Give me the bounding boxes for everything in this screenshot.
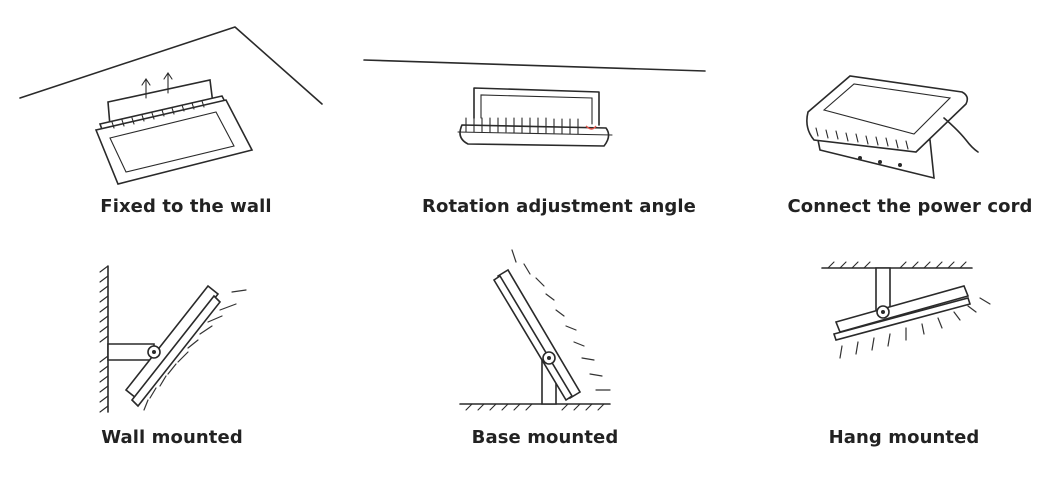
wall-bracket-arm	[107, 343, 155, 361]
base-mounted-illustration	[459, 249, 611, 411]
hang-mounted-illustration	[821, 261, 991, 359]
ceiling-corner-line	[19, 26, 323, 105]
heat-fins	[465, 117, 579, 135]
wall-mounted-illustration	[99, 265, 247, 413]
caption-wall-mounted: Wall mounted	[101, 427, 243, 448]
wall-hatching	[99, 265, 109, 413]
ceiling-hatching	[827, 261, 967, 269]
up-arrows-icon	[141, 72, 173, 99]
floodlight-lens	[109, 111, 235, 173]
rotation-angle-mark	[585, 125, 597, 130]
fixed-to-wall-illustration	[19, 26, 323, 185]
caption-power-cord: Connect the power cord	[787, 196, 1033, 217]
power-cord	[943, 117, 979, 153]
floodlight-side-view	[459, 124, 610, 147]
caption-rotation-adjustment: Rotation adjustment angle	[422, 196, 696, 217]
floodlight-angled	[834, 285, 970, 333]
light-rays	[839, 297, 991, 359]
caption-hang-mounted: Hang mounted	[828, 427, 980, 448]
floodlight-lens	[822, 83, 952, 135]
heat-fins	[815, 127, 909, 150]
rotation-illustration	[363, 59, 706, 147]
caption-base-mounted: Base mounted	[471, 427, 619, 448]
floodlight-angled	[496, 268, 582, 400]
heat-fins	[111, 100, 205, 129]
power-cord-illustration	[806, 75, 979, 180]
floodlight-frame	[94, 99, 254, 185]
caption-fixed-to-wall: Fixed to the wall	[100, 196, 272, 217]
floodlight-angled	[124, 284, 220, 400]
light-rays	[511, 249, 611, 391]
ceiling-line	[363, 59, 706, 72]
rotation-bracket	[473, 87, 600, 126]
light-rays	[143, 289, 247, 411]
ground-hatching	[465, 403, 605, 411]
